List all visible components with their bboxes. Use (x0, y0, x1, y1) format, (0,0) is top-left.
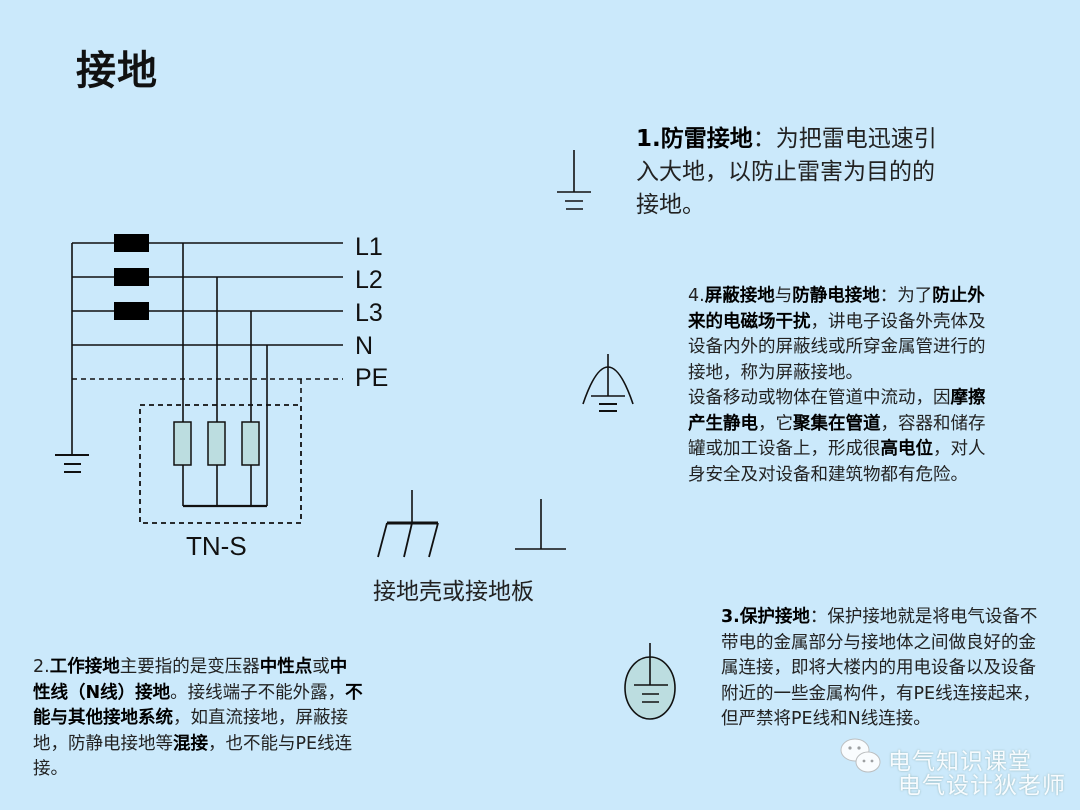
label-n: N (355, 332, 374, 360)
label-l3: L3 (355, 299, 383, 327)
fuses (114, 234, 149, 320)
section3-number: 3. (721, 607, 740, 627)
page-title: 接地 (76, 47, 158, 94)
section-shielding-antistatic: 4.屏蔽接地与防静电接地：为了防止外来的电磁场干扰，讲电子设备外壳体及设备内外的… (688, 286, 986, 485)
watermark: 电气知识课堂 电气设计狄老师 (842, 740, 1080, 810)
resistor-icon (241, 421, 260, 466)
plate-ground-icon (515, 499, 566, 550)
watermark-line1: 电气知识课堂 (888, 749, 1032, 775)
chassis-plate-caption: 接地壳或接地板 (373, 579, 534, 605)
tns-label: TN-S (186, 531, 247, 561)
fuse-icon (114, 302, 149, 320)
equipment-enclosure (139, 404, 302, 524)
chassis-ground-icon (377, 490, 439, 558)
shielded-ground-icon (582, 354, 634, 412)
protective-ground-icon (624, 643, 676, 720)
section-working-grounding: 2.工作接地主要指的是变压器中性点或中性线（N线）接地。接线端子不能外露，不能与… (33, 657, 363, 779)
watermark-line2: 电气设计狄老师 (898, 773, 1066, 799)
fuse-icon (114, 234, 149, 252)
section1-number: 1. (636, 126, 661, 152)
label-l2: L2 (355, 266, 383, 294)
section3-body: 保护接地就是将电气设备不带电的金属部分与接地体之间做良好的金属连接，即将大楼内的… (721, 607, 1041, 729)
section-protective-grounding: 3.保护接地：保护接地就是将电气设备不带电的金属部分与接地体之间做良好的金属连接… (721, 607, 1041, 729)
section1-body: 为把雷电迅速引入大地，以防止雷害为目的的接地。 (636, 126, 937, 218)
section-lightning-protection: 1.防雷接地：为把雷电迅速引入大地，以防止雷害为目的的接地。 (636, 126, 937, 218)
section3-heading: 保护接地 (739, 607, 810, 627)
loads (173, 421, 260, 466)
ground-symbol-icon (557, 150, 591, 210)
resistor-icon (173, 421, 192, 466)
resistor-icon (207, 421, 226, 466)
wechat-icon (840, 738, 881, 773)
section1-heading: 防雷接地 (660, 126, 753, 152)
fuse-icon (114, 268, 149, 286)
label-pe: PE (355, 364, 389, 392)
label-l1: L1 (355, 233, 383, 261)
